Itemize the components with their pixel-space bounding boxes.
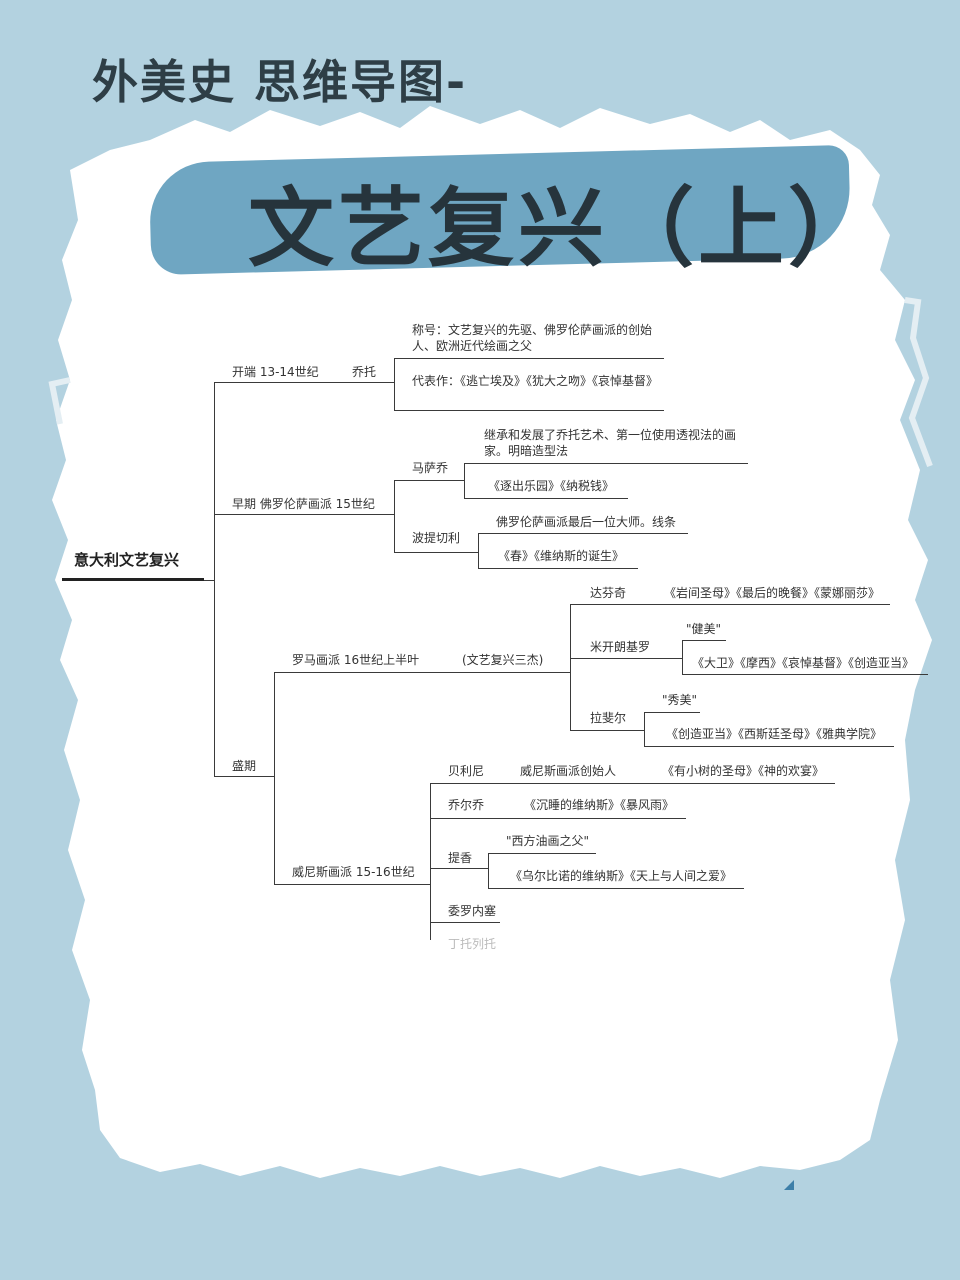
- spine: [274, 672, 275, 884]
- node-raphael: 拉斐尔: [590, 711, 627, 725]
- connector: [274, 672, 570, 673]
- connector: [214, 776, 274, 777]
- connector: [570, 604, 890, 605]
- node-rome: 罗马画派 16世纪上半叶: [292, 653, 420, 667]
- node-michelangelo-works: 《大卫》《摩西》《哀悼基督》《创造亚当》: [692, 656, 915, 670]
- node-michelangelo-style: "健美": [686, 622, 722, 636]
- connector: [430, 818, 686, 819]
- node-high: 盛期: [232, 759, 257, 773]
- node-venice: 威尼斯画派 15-16世纪: [292, 865, 415, 879]
- connector: [570, 730, 644, 731]
- connector: [682, 640, 726, 641]
- node-rome-note: (文艺复兴三杰): [462, 653, 544, 667]
- node-masaccio-desc: 继承和发展了乔托艺术、第一位使用透视法的画家。明暗造型法: [484, 428, 737, 458]
- spine: [394, 480, 395, 552]
- node-start: 开端 13-14世纪: [232, 365, 319, 379]
- connector: [478, 568, 638, 569]
- connector: [394, 552, 478, 553]
- connector: [274, 884, 430, 885]
- connector: [394, 480, 464, 481]
- connector: [430, 868, 488, 869]
- node-veronese: 委罗内塞: [448, 904, 497, 918]
- connector: [214, 514, 380, 515]
- main-title: 文艺复兴（上）: [248, 179, 878, 279]
- connector: [644, 712, 700, 713]
- spine: [430, 783, 431, 940]
- connector: [478, 533, 688, 534]
- spine: [644, 712, 645, 746]
- spine: [682, 640, 683, 674]
- node-botticelli-works: 《春》《维纳斯的诞生》: [498, 549, 625, 563]
- node-bellini-desc: 威尼斯画派创始人: [520, 764, 617, 778]
- node-bellini: 贝利尼: [448, 764, 485, 778]
- node-raphael-style: "秀美": [662, 693, 698, 707]
- node-botticelli: 波提切利: [412, 531, 461, 545]
- node-giotto-works: 代表作：《逃亡埃及》《犹大之吻》《哀悼基督》: [412, 374, 659, 388]
- corner-triangle-icon: [784, 1180, 794, 1190]
- spine: [394, 358, 395, 410]
- node-titian: 提香: [448, 851, 473, 865]
- connector: [488, 853, 596, 854]
- connector: [394, 410, 664, 411]
- connector: [394, 358, 664, 359]
- spine: [488, 853, 489, 888]
- connector: [570, 658, 682, 659]
- connector: [644, 746, 894, 747]
- node-raphael-works: 《创造亚当》《西斯廷圣母》《雅典学院》: [666, 727, 883, 741]
- mindmap-root: 意大利文艺复兴: [74, 551, 180, 569]
- node-tintoretto: 丁托列托: [448, 937, 497, 951]
- node-giorgione: 乔尔乔: [448, 798, 485, 812]
- torn-paper-sheet: [52, 106, 932, 1178]
- connector: [380, 382, 394, 383]
- node-leonardo: 达芬奇: [590, 586, 627, 600]
- connector: [430, 783, 835, 784]
- node-giotto-title: 称号：文艺复兴的先驱、佛罗伦萨画派的创始人、欧洲近代绘画之父: [412, 323, 653, 353]
- connector: [682, 674, 928, 675]
- connector: [464, 463, 748, 464]
- connector: [380, 514, 394, 515]
- node-leonardo-works: 《岩间圣母》《最后的晚餐》《蒙娜丽莎》: [664, 586, 881, 600]
- spine: [570, 604, 571, 730]
- node-masaccio-works: 《逐出乐园》《纳税钱》: [488, 479, 615, 493]
- node-titian-style: "西方油画之父": [506, 834, 590, 848]
- node-giotto: 乔托: [352, 365, 377, 379]
- root-connector: [62, 578, 204, 581]
- spine: [464, 463, 465, 498]
- connector: [464, 498, 628, 499]
- root-spine: [214, 382, 215, 777]
- node-bellini-works: 《有小树的圣母》《神的欢宴》: [662, 764, 825, 778]
- connector: [430, 922, 500, 923]
- node-masaccio: 马萨乔: [412, 461, 449, 475]
- connector: [488, 888, 744, 889]
- node-botticelli-desc: 佛罗伦萨画派最后一位大师。线条: [496, 515, 677, 529]
- node-michelangelo: 米开朗基罗: [590, 640, 651, 654]
- connector: [204, 580, 214, 581]
- spine: [478, 533, 479, 568]
- node-titian-works: 《乌尔比诺的维纳斯》《天上与人间之爱》: [510, 869, 733, 883]
- header-title: 外美史 思维导图-: [92, 55, 468, 109]
- node-early: 早期 佛罗伦萨画派 15世纪: [232, 497, 375, 511]
- node-giorgione-works: 《沉睡的维纳斯》《暴风雨》: [524, 798, 675, 812]
- connector: [214, 382, 380, 383]
